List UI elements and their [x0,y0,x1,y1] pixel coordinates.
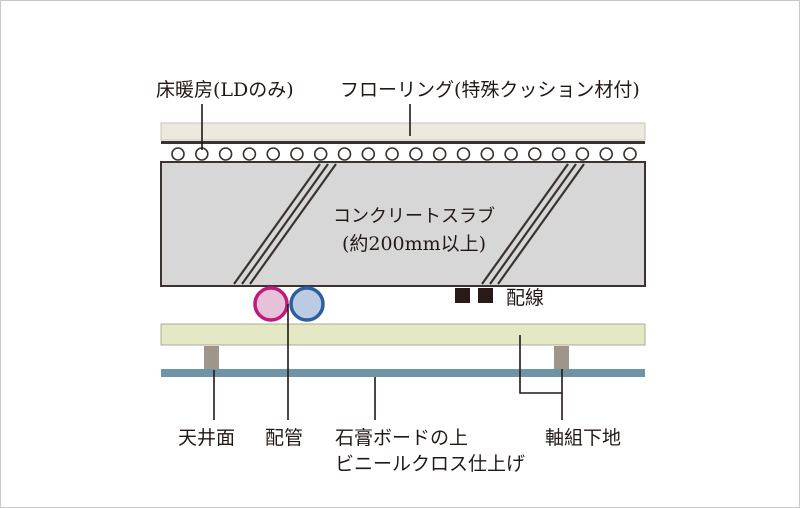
slab-label-line1: コンクリートスラブ [333,205,495,227]
heating-pipe-circle [266,147,281,161]
wire-block-1 [455,288,470,303]
heating-pipe-circle [313,147,328,161]
support-left [204,346,219,369]
board-label-line1: 石膏ボードの上 [335,426,468,449]
heating-pipe-circle [361,147,376,161]
heating-pipe-circle [242,147,257,161]
floor-heating-label: 床暖房(LDのみ) [156,79,294,101]
framing-label: 軸組下地 [545,427,621,449]
wiring-label: 配線 [506,287,544,309]
pipe-blue [289,286,325,322]
heating-pipe-circle [409,147,423,161]
flooring-base-line [161,141,645,144]
slab-label-line2: (約200mm以上) [342,233,486,255]
ceiling-surface-label: 天井面 [178,427,235,449]
wire-block-2 [478,288,493,303]
piping-label: 配管 [265,427,303,449]
floor-heating-pipes [171,147,637,161]
heating-pipe-circle [599,147,614,161]
heating-pipe-circle [218,147,233,161]
flooring-label: フローリング(特殊クッション材付) [340,79,640,101]
slab-break-lines-right [481,163,585,285]
heating-pipe-circle [623,147,637,161]
heating-pipe-circle [432,147,447,161]
board-label-line2: ビニールクロス仕上げ [335,453,525,475]
pipe-pink [253,286,289,322]
leader-lines [201,104,563,420]
heating-pipe-circle [385,147,399,161]
heating-pipe-circle [456,147,471,161]
concrete-slab [160,161,646,287]
heating-pipe-circle [337,147,352,161]
flooring-layer [160,122,646,141]
heating-pipe-circle [290,147,304,161]
ceiling-gypsum-board [161,369,645,377]
ceiling-framing-panel [160,323,646,346]
heating-pipe-circle [480,147,495,161]
heating-pipe-circle [504,147,518,161]
heating-pipe-circle [575,147,590,161]
support-right [554,346,569,369]
heating-pipe-circle [527,147,542,161]
slab-break-lines-left [233,163,337,285]
heating-pipe-circle [551,147,566,161]
heating-pipe-circle [171,147,185,161]
